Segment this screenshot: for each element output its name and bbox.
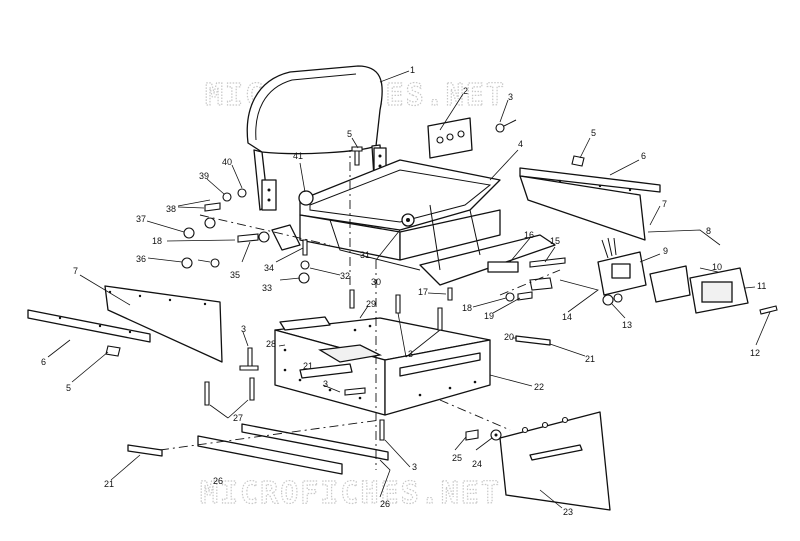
rack-frame [298,159,556,286]
callout-32: 32 [340,271,350,281]
callout-3: 3 [412,462,417,472]
callout-20: 20 [504,332,514,342]
callout-24: 24 [472,459,482,469]
bottom-runners [197,423,389,475]
callout-37: 37 [136,214,146,224]
callout-labels: 1 2 3 4 5 5 6 7 8 9 10 11 12 13 14 15 16… [41,65,766,517]
callout-14: 14 [562,312,572,322]
callout-6: 6 [41,357,46,367]
vertical-fasteners [204,289,443,441]
watermark-bottom: MICROFICHES.NET [200,476,501,511]
callout-18: 18 [152,236,162,246]
callout-5: 5 [66,383,71,393]
mud-flap [499,411,611,511]
callout-3: 3 [508,92,513,102]
callout-9: 9 [663,246,668,256]
callout-35: 35 [230,270,240,280]
callout-4: 4 [518,139,523,149]
callout-7: 7 [73,266,78,276]
callout-21: 21 [585,354,595,364]
callout-40: 40 [222,157,232,167]
mid-hardware [447,257,566,302]
callout-1: 1 [410,65,415,75]
callout-5: 5 [347,129,352,139]
callout-2: 2 [463,86,468,96]
alignment-line [159,419,381,451]
flap-hardware [465,429,502,441]
callout-12: 12 [750,348,760,358]
callout-26: 26 [213,476,223,486]
callout-22: 22 [534,382,544,392]
callout-36: 36 [136,254,146,264]
callout-38: 38 [166,204,176,214]
callout-33: 33 [262,283,272,293]
callout-18: 18 [462,303,472,313]
storage-box [274,316,491,416]
leader-lines [47,70,771,509]
callout-39: 39 [199,171,209,181]
callout-5: 5 [591,128,596,138]
callout-13: 13 [622,320,632,330]
callout-11: 11 [757,281,766,291]
callout-17: 17 [418,287,428,297]
callout-10: 10 [712,262,722,272]
callout-19: 19 [484,311,494,321]
callout-28: 28 [266,339,276,349]
alignment-line [439,399,511,431]
callout-41: 41 [293,151,303,161]
top-hardware [351,119,517,166]
callout-16: 16 [524,230,534,240]
callout-21: 21 [104,479,114,489]
right-rail [519,155,661,241]
strips [127,335,551,457]
tail-light [597,237,778,315]
callout-23: 23 [563,507,573,517]
callout-25: 25 [452,453,462,463]
alignment-line [199,214,331,246]
callout-34: 34 [264,263,274,273]
callout-3: 3 [241,324,246,334]
callout-26: 26 [380,499,390,509]
callout-8: 8 [706,226,711,236]
callout-27: 27 [233,413,243,423]
alignment-line [499,269,561,296]
left-panel [27,285,223,363]
bracket-plate [427,117,473,159]
callout-6: 6 [641,151,646,161]
callout-29: 29 [366,299,376,309]
callout-21: 21 [303,361,313,371]
callout-3: 3 [408,349,413,359]
callout-3: 3 [323,379,328,389]
callout-30: 30 [371,277,381,287]
callout-15: 15 [550,236,560,246]
callout-7: 7 [662,199,667,209]
callout-31: 31 [360,250,370,260]
left-hardware [181,188,310,284]
